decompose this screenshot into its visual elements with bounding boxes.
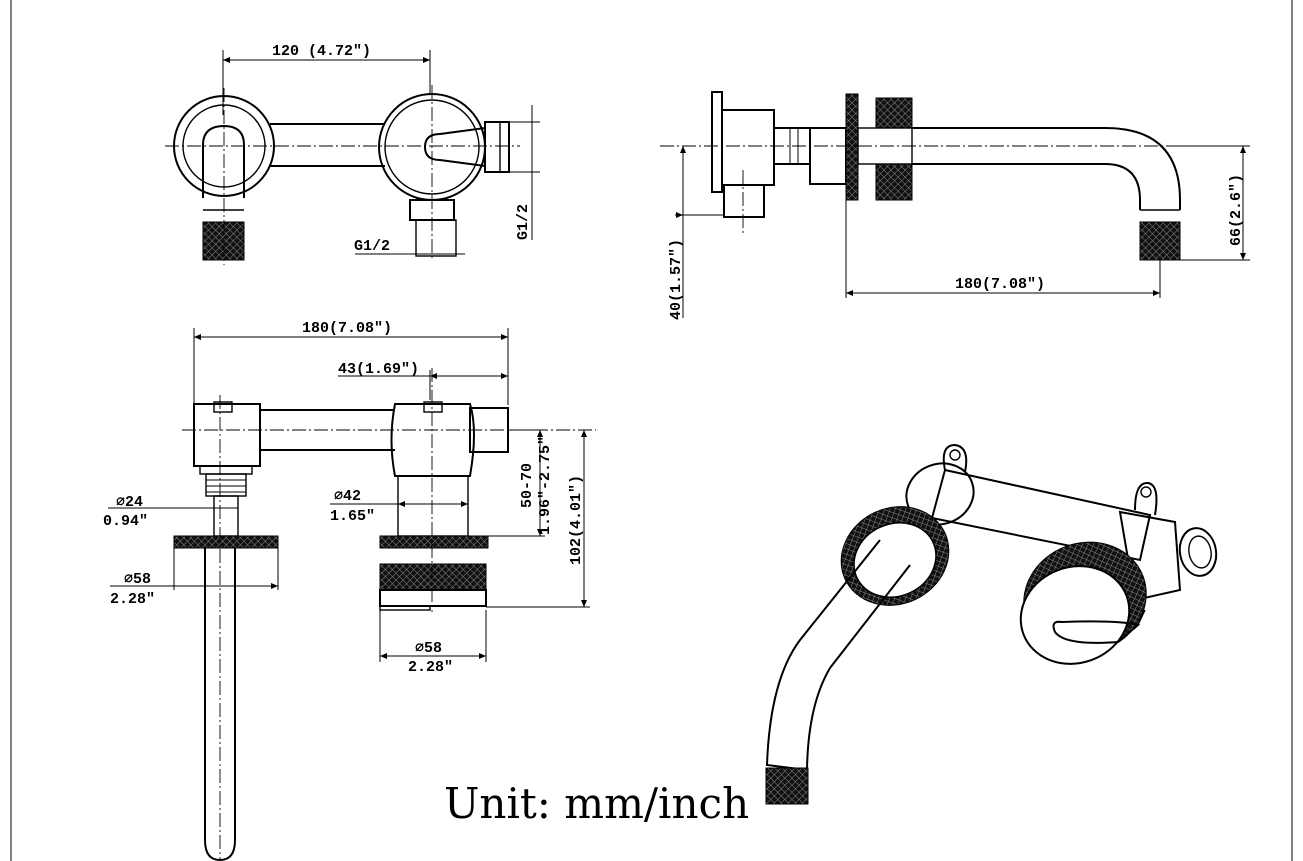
- side-spout-knurled-tip: [1139, 221, 1181, 261]
- dim-front-body-depth-mm: 50-70: [519, 463, 536, 508]
- dim-front-total-height: 102(4.01"): [568, 475, 585, 565]
- iso-spout-knurled-tip: [765, 767, 809, 805]
- dim-side-depth: 40(1.57"): [668, 239, 685, 320]
- dim-handle-diameter-in: 2.28": [408, 659, 453, 676]
- dim-top-width: 120 (4.72"): [272, 43, 371, 60]
- dim-side-height: 66(2.6"): [1228, 174, 1245, 246]
- dim-handle-diameter-mm: ∅58: [415, 640, 442, 657]
- dim-front-offset: 43(1.69"): [338, 361, 419, 378]
- dim-side-length: 180(7.08"): [955, 276, 1045, 293]
- dim-top-inlet-bottom: G1/2: [354, 238, 390, 255]
- side-view: 66(2.6") 40(1.57") 180(7.08"): [660, 91, 1250, 320]
- unit-label: Unit: mm/inch: [444, 779, 749, 828]
- dim-valve-diameter-in: 1.65": [330, 508, 375, 525]
- dim-spout-diameter-mm: ∅24: [116, 494, 143, 511]
- dim-top-inlet-right: G1/2: [515, 204, 532, 240]
- dim-flange-diameter-in: 2.28": [110, 591, 155, 608]
- dim-spout-diameter-in: 0.94": [103, 513, 148, 530]
- dim-valve-diameter-mm: ∅42: [334, 488, 361, 505]
- dim-flange-diameter-mm: ∅58: [124, 571, 151, 588]
- dim-front-body-depth-in: 1.96"-2.75": [537, 436, 554, 535]
- isometric-view: [765, 443, 1218, 805]
- dim-front-width: 180(7.08"): [302, 320, 392, 337]
- spout-knurled-tip: [202, 221, 245, 261]
- front-view: 180(7.08") 43(1.69"): [103, 320, 596, 861]
- front-handle-knurled: [379, 563, 487, 591]
- top-view: 120 (4.72") G1/2 G1/2: [165, 43, 540, 265]
